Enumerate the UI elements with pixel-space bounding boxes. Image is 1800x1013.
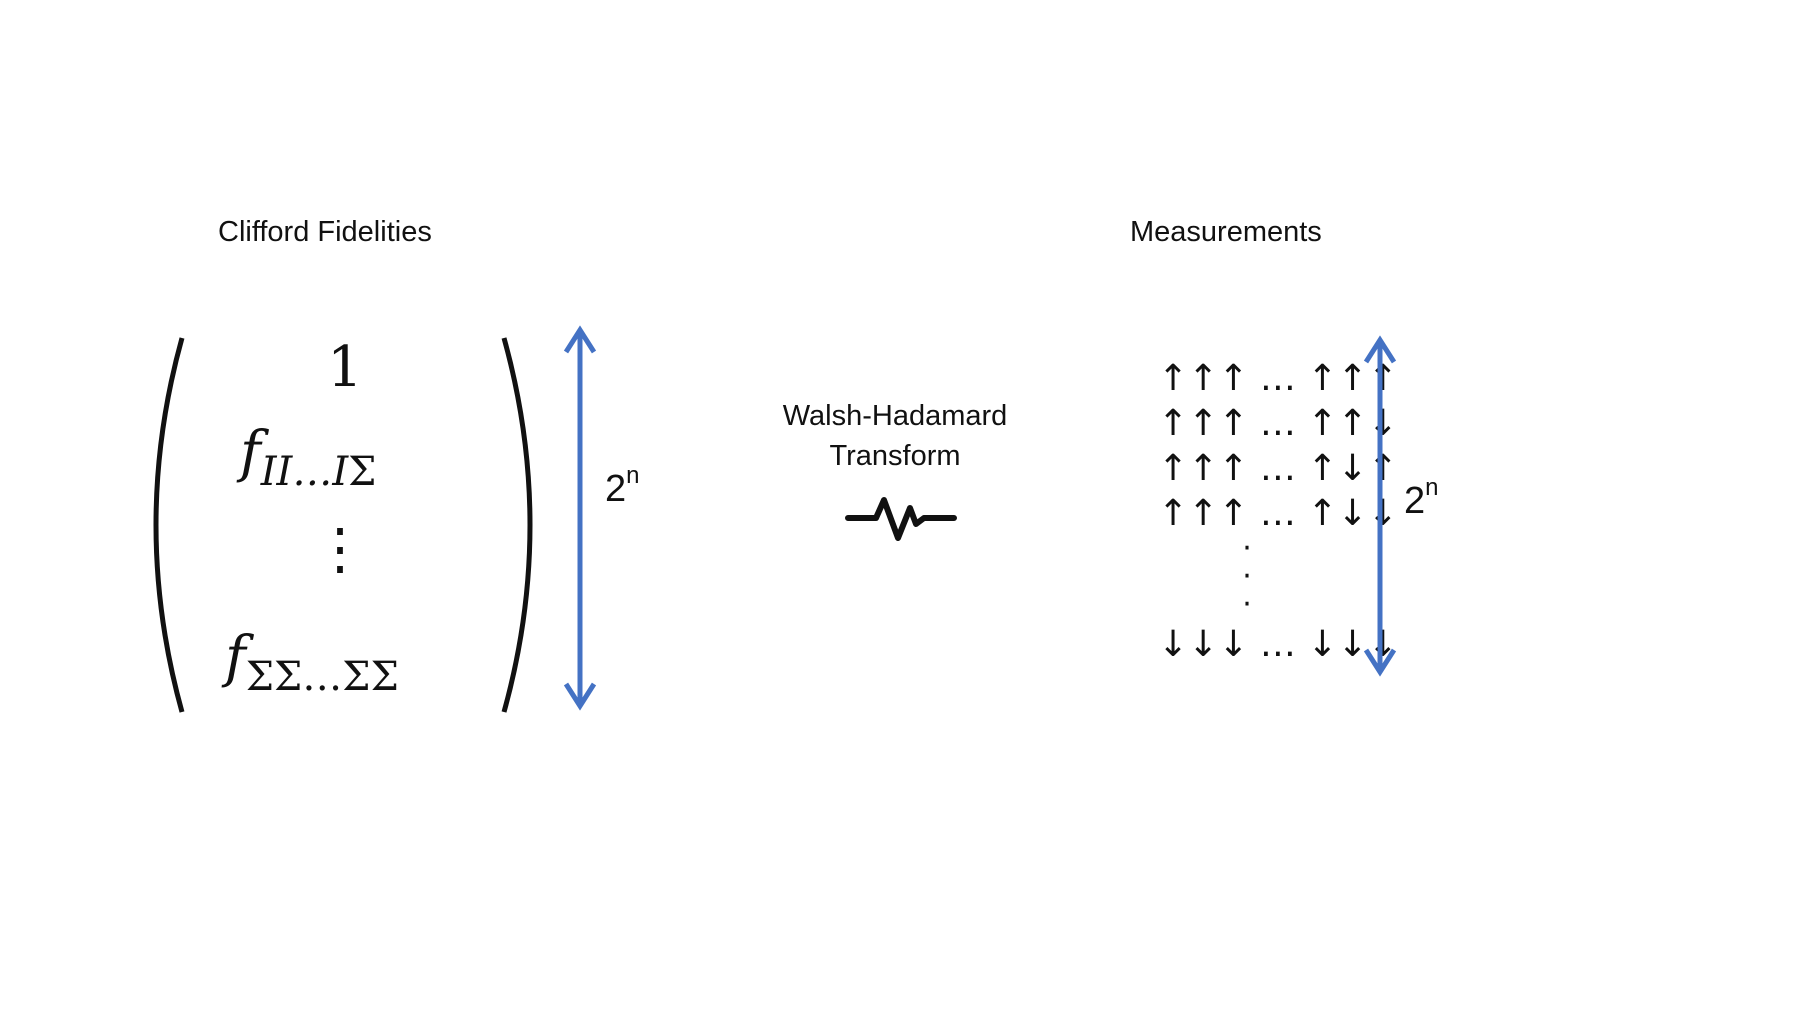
subscript-ii: II…I <box>260 449 349 495</box>
subscript-sigma: Σ <box>348 449 377 495</box>
dimension-exponent: n <box>626 462 640 490</box>
left-parenthesis <box>153 337 185 713</box>
measurement-row: ↑↑↑ … ↑↓↓ <box>1158 493 1398 534</box>
label-line-2: Transform <box>829 440 961 472</box>
measurement-row-last: ↓↓↓ … ↓↓↓ <box>1158 624 1398 665</box>
vector-entry-one: 1 <box>327 335 363 400</box>
measurement-list: ↑↑↑ … ↑↑↑ ↑↑↑ … ↑↑↓ ↑↑↑ … ↑↓↑ ↑↑↑ … ↑↓↓ <box>1158 356 1398 536</box>
f-symbol: f <box>240 420 261 485</box>
right-dimension-label: 2n <box>1404 476 1439 523</box>
measurement-row: ↑↑↑ … ↑↑↓ <box>1158 403 1398 444</box>
dimension-arrow-icon <box>1363 335 1397 677</box>
squiggle-arrow-icon <box>845 497 957 541</box>
dimension-base: 2 <box>1404 480 1426 522</box>
measurement-row: ↑↑↑ … ↑↓↑ <box>1158 448 1398 489</box>
dimension-base: 2 <box>605 468 627 510</box>
clifford-fidelities-title: Clifford Fidelities <box>218 216 432 248</box>
left-dimension-label: 2n <box>605 464 640 511</box>
vector-entry-f-ii-sigma: fII…IΣ <box>240 425 376 493</box>
dimension-exponent: n <box>1425 474 1439 502</box>
dimension-arrow-icon <box>563 325 597 711</box>
vertical-ellipsis: ⋮ <box>312 517 368 582</box>
subscript-sigmas: ΣΣ…ΣΣ <box>245 654 399 700</box>
walsh-hadamard-label: Walsh-Hadamard Transform <box>760 396 1030 476</box>
f-symbol: f <box>225 625 246 690</box>
label-line-1: Walsh-Hadamard <box>782 400 1008 432</box>
measurements-title: Measurements <box>1130 216 1322 248</box>
right-parenthesis <box>501 337 533 713</box>
vector-entry-f-sigma-sigma: fΣΣ…ΣΣ <box>225 630 399 698</box>
measurement-row: ↑↑↑ … ↑↑↑ <box>1158 358 1398 399</box>
measurement-vertical-dots: · · · <box>1242 531 1252 622</box>
